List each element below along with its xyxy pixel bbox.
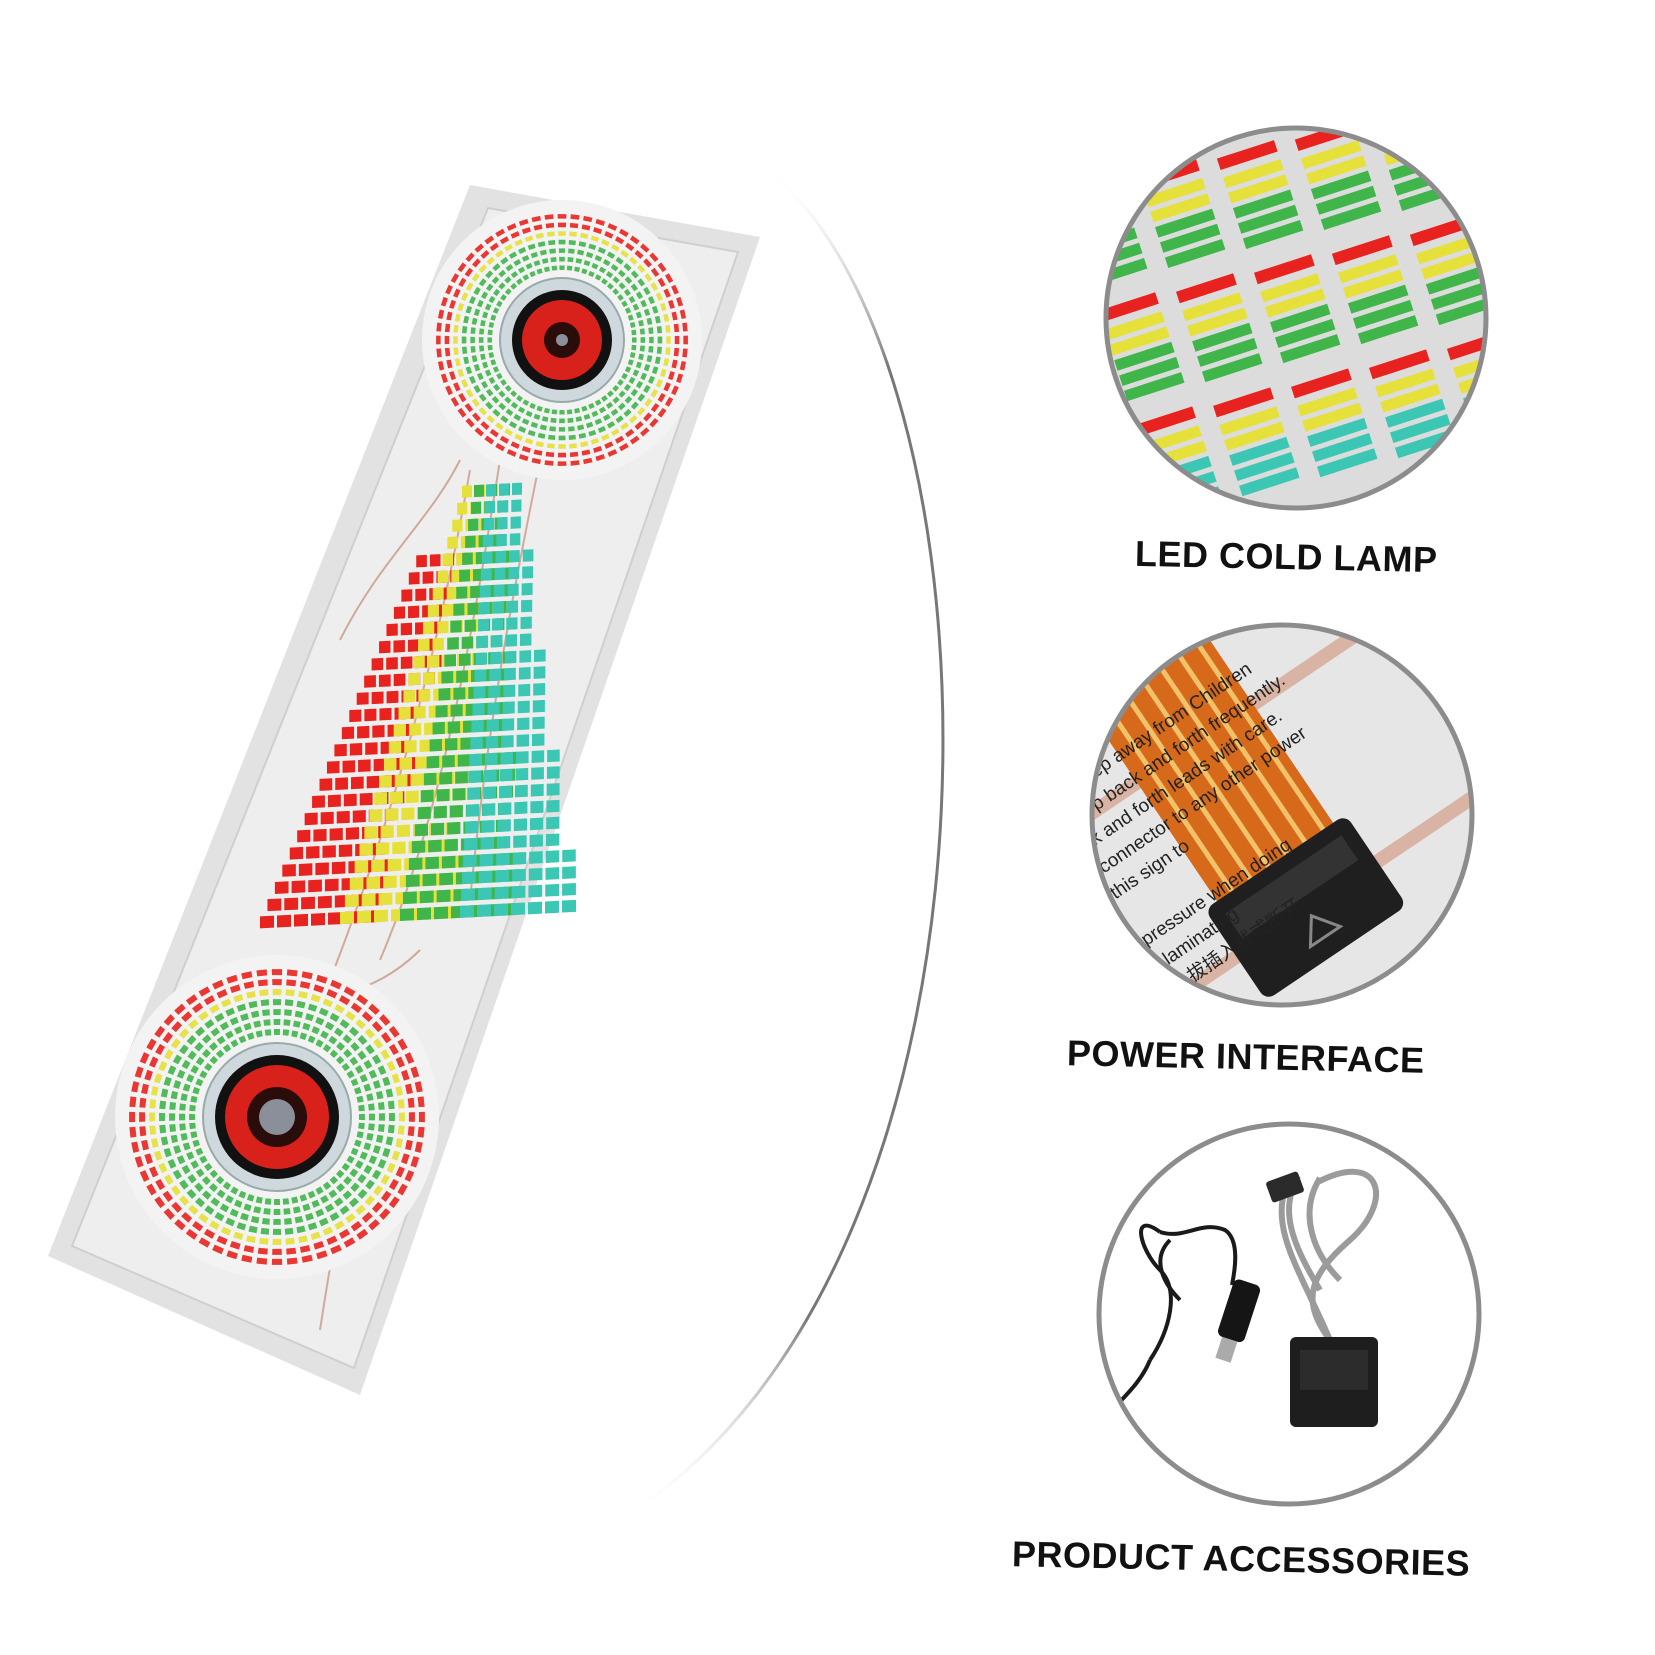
speaker-bottom	[115, 955, 439, 1279]
cable-and-car-charger-icon	[1096, 1121, 1482, 1507]
speaker-top	[422, 200, 702, 480]
feature-label-power-interface: POWER INTERFACE	[1066, 1032, 1425, 1081]
led-closeup-icon	[1103, 125, 1489, 511]
feature-label-led-cold-lamp: LED COLD LAMP	[1134, 532, 1438, 581]
caution-heading: Caution	[975, 709, 1093, 806]
decorative-arc	[619, 163, 945, 1522]
caution-line: upply.	[1042, 936, 1095, 981]
led-spectrum-bars	[260, 482, 576, 929]
